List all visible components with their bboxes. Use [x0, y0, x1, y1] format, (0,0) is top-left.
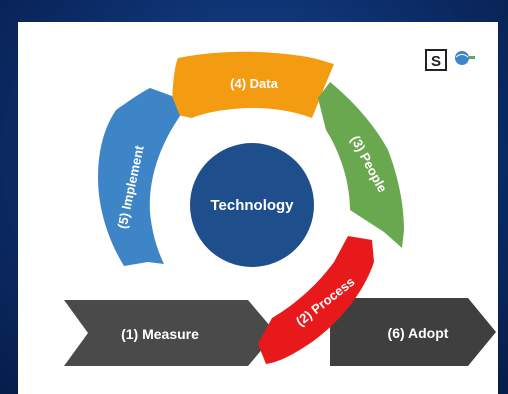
technology-circle	[190, 143, 314, 267]
logo-s-letter: S	[431, 53, 441, 70]
measure-label: (1) Measure	[121, 326, 199, 342]
process-segment	[258, 236, 374, 364]
logo-s-box	[425, 49, 447, 71]
adopt-label: (6) Adopt	[388, 325, 449, 341]
technology-label: Technology	[210, 197, 294, 214]
data-segment	[172, 51, 334, 118]
people-segment	[318, 82, 404, 248]
adopt-chevron	[330, 298, 496, 366]
measure-chevron	[64, 300, 276, 366]
brand-logo: S	[425, 49, 475, 71]
implement-segment	[98, 88, 180, 266]
data-label: (4) Data	[230, 76, 278, 91]
globe-icon	[455, 51, 469, 65]
